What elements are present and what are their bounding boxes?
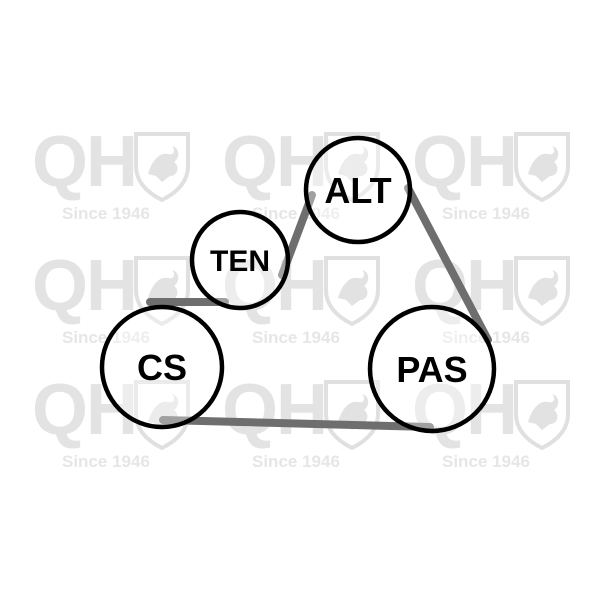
shield-dragon-icon <box>512 254 572 327</box>
watermark-since: Since 1946 <box>252 328 340 347</box>
watermark-tile: QH Since 1946 <box>402 370 577 480</box>
pulley-ten-circle <box>189 209 291 311</box>
watermark-brand: QH <box>412 370 518 450</box>
watermark-tile: QH Since 1946 <box>22 122 197 232</box>
pulley-ten: TEN <box>189 209 291 311</box>
watermark-brand: QH <box>222 370 328 450</box>
pulley-alt: ALT <box>303 135 413 245</box>
shield-dragon-icon <box>322 254 382 327</box>
watermark-tile: QH Since 1946 <box>402 122 577 232</box>
watermark-since: Since 1946 <box>62 328 150 347</box>
watermark-brand: QH <box>32 122 138 202</box>
watermark-tile: QH Since 1946 <box>22 246 197 356</box>
watermark-brand: QH <box>222 122 328 202</box>
shield-dragon-icon <box>132 254 192 327</box>
pulley-cs-circle <box>99 304 225 430</box>
shield-dragon-icon <box>512 130 572 203</box>
shield-dragon-icon <box>512 378 572 451</box>
pulley-alt-label: ALT <box>324 170 391 211</box>
watermark-since: Since 1946 <box>442 204 530 223</box>
belt-segment-pas-cs <box>159 416 434 431</box>
watermark-brand: QH <box>412 246 518 326</box>
pulley-cs-label: CS <box>137 347 187 388</box>
pulley-cs: CS <box>99 304 225 430</box>
watermark-since: Since 1946 <box>62 204 150 223</box>
watermark-brand: QH <box>412 122 518 202</box>
pulley-alt-circle <box>303 135 413 245</box>
watermark-since: Since 1946 <box>252 452 340 471</box>
watermark-tile: QH Since 1946 <box>212 370 387 480</box>
pulley-pas-circle <box>367 304 497 434</box>
belt-segment-alt-pas <box>404 184 492 344</box>
pulley-ten-label: TEN <box>210 245 270 278</box>
shield-dragon-icon <box>132 130 192 203</box>
watermark-brand: QH <box>32 246 138 326</box>
watermark-since: Since 1946 <box>62 452 150 471</box>
watermark-since: Since 1946 <box>252 204 340 223</box>
shield-dragon-icon <box>322 130 382 203</box>
watermark-tile: QH Since 1946 <box>212 122 387 232</box>
pulley-pas: PAS <box>367 304 497 434</box>
watermark-since: Since 1946 <box>442 452 530 471</box>
pulley-pas-label: PAS <box>396 349 467 390</box>
